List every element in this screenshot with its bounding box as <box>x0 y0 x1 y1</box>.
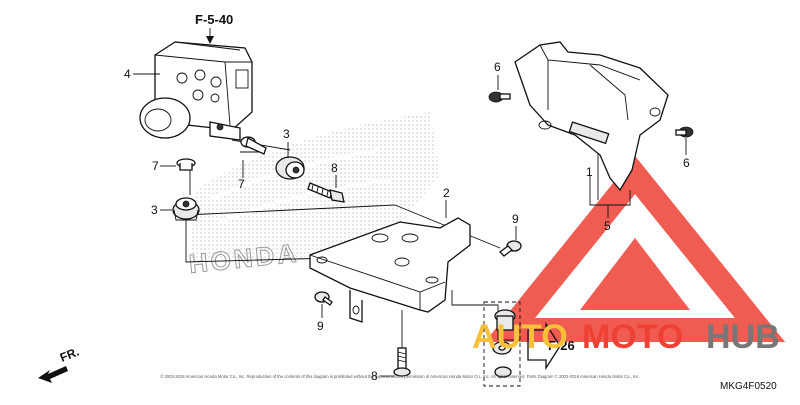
watermark-auto: AUTO <box>472 318 568 356</box>
automotohub-watermark <box>484 155 786 342</box>
callout-6-right: 6 <box>683 156 690 170</box>
callout-5: 5 <box>604 219 611 233</box>
collar-7-right <box>240 136 267 155</box>
callout-3-left: 3 <box>151 203 158 217</box>
screw-6-left <box>488 91 511 103</box>
bolt-9-upper <box>499 240 522 257</box>
bolt-9-lower <box>314 291 333 306</box>
screw-6-right <box>675 126 694 138</box>
front-label: FR. <box>58 345 81 365</box>
grommet-3-right <box>275 156 305 180</box>
callout-3-right: 3 <box>283 127 290 141</box>
callout-4: 4 <box>124 67 131 81</box>
callout-9-upper: 9 <box>512 212 519 226</box>
diagram-code: MKG4F0520 <box>720 381 777 392</box>
automotohub-wordmark: AUTO MOTO HUB <box>472 318 780 356</box>
watermark-hub: HUB <box>706 318 780 356</box>
watermark-moto: MOTO <box>582 318 683 356</box>
abs-modulator-unit <box>139 41 253 141</box>
callout-6-left: 6 <box>494 60 501 74</box>
bolt-8-lower <box>393 347 411 377</box>
ref-f-5-40[interactable]: F-5-40 <box>195 12 233 44</box>
copyright-notice: © 2003-2018 American Honda Motor Co., In… <box>160 374 639 379</box>
collar-7-left <box>176 158 196 171</box>
bolt-8-upper <box>307 182 345 203</box>
callout-7-left: 7 <box>152 159 159 173</box>
ref-f-26[interactable]: F-26 <box>527 321 575 371</box>
ref-label-f-26[interactable]: F-26 <box>548 338 575 353</box>
damper-rubber-stack <box>483 301 521 387</box>
ref-label-f-5-40[interactable]: F-5-40 <box>195 12 233 27</box>
callout-8-upper: 8 <box>331 161 338 175</box>
ecu-cover <box>514 41 669 192</box>
callout-1: 1 <box>586 165 593 179</box>
callout-9-lower: 9 <box>317 319 324 333</box>
callout-8-lower: 8 <box>371 369 378 383</box>
abs-mounting-bracket <box>309 217 471 323</box>
callout-2: 2 <box>443 186 450 200</box>
front-direction-indicator: FR. <box>38 345 81 383</box>
callout-7-right: 7 <box>238 177 245 191</box>
grommet-3-left <box>172 197 200 221</box>
